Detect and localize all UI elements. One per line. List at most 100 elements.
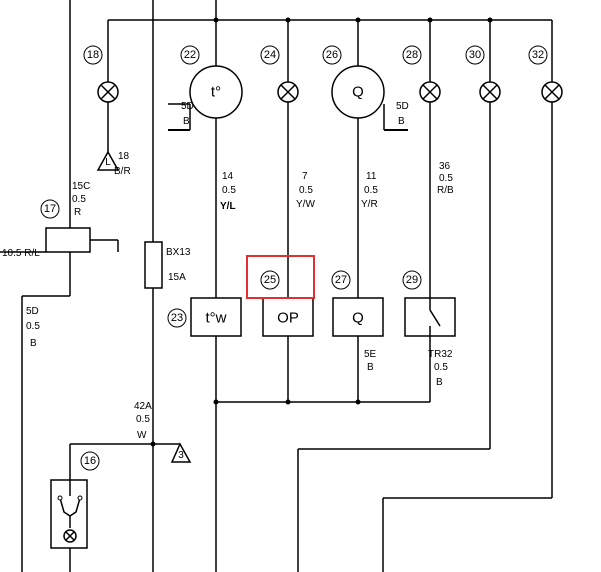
label-w42a-2: 0.5 [136, 414, 150, 425]
ref-32: 32 [528, 45, 548, 65]
svg-text:3: 3 [178, 450, 184, 461]
label-w18-2: B/R [114, 166, 131, 177]
label-wtr32-3: B [436, 377, 443, 388]
svg-text:L: L [105, 157, 111, 168]
label-w5d22-2: B [183, 116, 190, 127]
ground-3-marker: 3 [170, 442, 192, 463]
label-w5d22-1: 5D [181, 101, 194, 112]
warning-lamps [97, 81, 563, 103]
ref-26: 26 [322, 45, 342, 65]
relay-17-box [45, 227, 91, 253]
ref-22: 22 [180, 45, 200, 65]
svg-text:32: 32 [532, 49, 544, 61]
label-w14-1: 14 [222, 171, 234, 182]
gauge-fuel-symbol: Q [352, 84, 364, 101]
label-wtr32-1: TR32 [428, 349, 453, 360]
label-w5d26-2: B [398, 116, 405, 127]
junction-dot [285, 399, 291, 405]
junctions [150, 17, 493, 447]
ref-23: 23 [167, 308, 187, 328]
svg-text:27: 27 [335, 274, 347, 286]
switch-contact [429, 309, 441, 327]
svg-text:16: 16 [84, 455, 96, 467]
junction-dot [285, 17, 291, 23]
ref-30: 30 [465, 45, 485, 65]
svg-text:18: 18 [87, 49, 99, 61]
wire-labels: 18 B/R 15C 0.5 R 10.5 R/L 5D 0.5 B 5D B … [2, 101, 454, 441]
label-w7-2: 0.5 [299, 185, 313, 196]
label-w11-1: 11 [366, 171, 377, 182]
junction-dot [487, 17, 493, 23]
label-w14-2: 0.5 [222, 185, 236, 196]
sender-oil-box [262, 297, 314, 337]
sender-temp-label: t°w [206, 310, 227, 327]
label-w36-3: R/B [437, 185, 454, 196]
junction-dot [355, 399, 361, 405]
lamp-32 [541, 81, 563, 103]
label-w36-2: 0.5 [439, 173, 453, 184]
ref-18: 18 [83, 45, 103, 65]
label-w5d-2: 0.5 [26, 321, 40, 332]
reference-numbers: 18 22 24 26 28 30 32 17 23 25 27 29 16 [40, 45, 548, 471]
label-fuse-id: BX13 [166, 247, 191, 258]
sender-fuel-box [332, 297, 384, 337]
senders: t°w OP Q [190, 297, 456, 337]
label-w15c-1: 15C [72, 181, 90, 192]
ref-16: 16 [80, 451, 100, 471]
svg-text:26: 26 [326, 49, 338, 61]
highlight-box [246, 255, 315, 299]
label-wtr32-2: 0.5 [434, 362, 448, 373]
label-w7-1: 7 [302, 171, 308, 182]
gauge-fuel: Q [331, 65, 408, 131]
ref-27: 27 [331, 270, 351, 290]
label-w5e-2: B [367, 362, 374, 373]
svg-text:30: 30 [469, 49, 481, 61]
svg-text:28: 28 [406, 49, 418, 61]
svg-text:25: 25 [264, 274, 276, 286]
junction-dot [427, 17, 433, 23]
label-w7-3: Y/W [296, 199, 315, 210]
lamp-24 [277, 81, 299, 103]
label-w42a-3: W [137, 430, 147, 441]
label-w14-3: Y/L [220, 201, 236, 212]
label-w36-1: 36 [439, 161, 451, 172]
svg-text:24: 24 [264, 49, 276, 61]
junction-dot [213, 17, 219, 23]
sender-oil-label: OP [277, 310, 299, 327]
label-w10-5: 10.5 R/L [2, 248, 40, 259]
junction-dot [150, 441, 156, 447]
ref-24: 24 [260, 45, 280, 65]
label-w15c-2: 0.5 [72, 194, 86, 205]
lamp-l-marker: L [96, 150, 120, 171]
svg-text:17: 17 [44, 203, 56, 215]
label-w15c-3: R [74, 207, 81, 218]
gauge-temp-symbol: t° [211, 84, 221, 101]
label-fuse-rating: 15A [168, 272, 186, 283]
ref-28: 28 [402, 45, 422, 65]
junction-dot [213, 399, 219, 405]
svg-text:23: 23 [171, 312, 183, 324]
label-w18-1: 18 [118, 151, 130, 162]
gauge-temperature: t° [168, 65, 243, 131]
ref-29: 29 [402, 270, 422, 290]
lamp-30 [479, 81, 501, 103]
junction-dot [355, 17, 361, 23]
ref-17: 17 [40, 199, 60, 219]
label-w5d-1: 5D [26, 306, 39, 317]
ref-25: 25 [260, 270, 280, 290]
svg-text:29: 29 [406, 274, 418, 286]
switch-16 [50, 479, 88, 549]
svg-text:22: 22 [184, 49, 196, 61]
label-w11-2: 0.5 [364, 185, 378, 196]
label-w5d-3: B [30, 338, 37, 349]
lamp-28 [419, 81, 441, 103]
sender-temp-box [190, 297, 242, 337]
label-w5e-1: 5E [364, 349, 377, 360]
label-w11-3: Y/R [361, 199, 378, 210]
label-w5d26-1: 5D [396, 101, 409, 112]
sender-fuel-label: Q [352, 310, 364, 327]
label-w42a-1: 42A [134, 401, 152, 412]
lamp-18 [97, 81, 119, 103]
